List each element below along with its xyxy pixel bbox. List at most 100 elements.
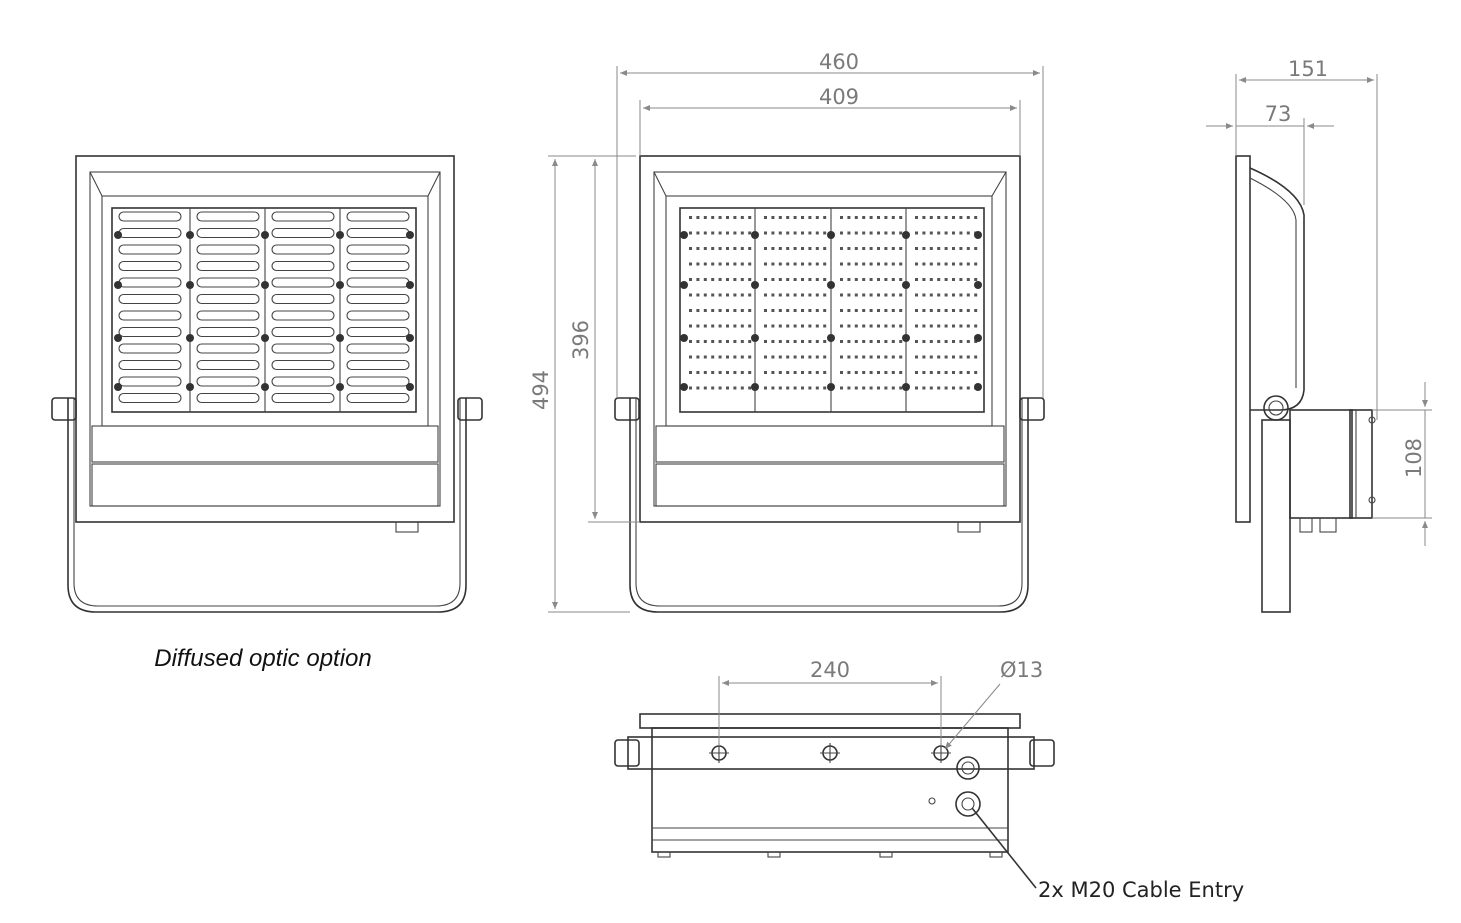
led-dot <box>801 231 804 235</box>
led-dot <box>862 231 866 235</box>
led-dot <box>915 324 918 328</box>
screw <box>827 383 835 391</box>
led-dot <box>869 293 873 297</box>
diffuser-slot <box>271 211 335 222</box>
led-dot <box>929 216 933 219</box>
led-dot <box>840 340 843 343</box>
screw <box>186 383 194 391</box>
led-dot <box>808 324 812 328</box>
diffuser-slot <box>346 376 410 387</box>
led-dot <box>764 371 767 374</box>
diffuser-slot <box>271 277 335 288</box>
led-dot <box>689 293 692 297</box>
led-dot <box>703 324 707 328</box>
led-dot <box>718 355 722 359</box>
led-dot <box>740 340 744 343</box>
led-dot <box>815 355 819 359</box>
led-dot <box>966 247 970 250</box>
diffused-front-view <box>51 155 483 613</box>
led-dot <box>869 371 873 374</box>
diffuser-slot <box>196 260 260 272</box>
led-dot <box>696 340 700 343</box>
dim-overall-height: 494 <box>529 370 553 410</box>
led-dot <box>884 371 888 374</box>
led-dot <box>952 340 955 343</box>
led-dot <box>793 371 797 374</box>
led-dot <box>815 309 819 312</box>
led-dot <box>862 355 866 359</box>
led-dot <box>764 309 767 312</box>
led-dot <box>840 386 843 390</box>
led-dot <box>696 371 700 374</box>
led-dot <box>771 216 775 219</box>
screw <box>261 334 269 342</box>
led-dot <box>929 386 933 390</box>
led-dot <box>778 278 782 281</box>
led-dot <box>937 309 941 312</box>
led-dot <box>840 262 843 266</box>
led-dot <box>703 340 707 343</box>
led-dot <box>740 386 744 390</box>
led-dot <box>959 371 963 374</box>
led-dot <box>847 371 851 374</box>
led-dot <box>952 262 955 266</box>
led-dot <box>726 340 729 343</box>
diffuser-slot <box>196 244 260 255</box>
led-dot <box>891 324 895 328</box>
led-dot <box>915 262 918 266</box>
screw <box>114 281 122 289</box>
led-dot <box>778 386 782 390</box>
screw <box>827 231 835 239</box>
led-dot <box>733 324 737 328</box>
screw <box>406 281 414 289</box>
led-dot <box>937 386 941 390</box>
led-dot <box>922 340 926 343</box>
led-dot <box>884 247 888 250</box>
led-dot <box>884 293 888 297</box>
led-dot <box>915 231 918 235</box>
led-dot <box>869 278 873 281</box>
led-dot <box>808 371 812 374</box>
diffuser-slot <box>271 359 335 371</box>
led-dot <box>778 371 782 374</box>
led-dot <box>703 262 707 266</box>
led-dot <box>793 293 797 297</box>
led-dot <box>869 309 873 312</box>
feet <box>657 851 1003 858</box>
led-dot <box>748 293 752 297</box>
led-dot <box>740 231 744 235</box>
diffuser-slot <box>346 293 410 305</box>
led-dot <box>929 371 933 374</box>
led-dot <box>778 340 782 343</box>
led-dot <box>786 386 790 390</box>
led-dot <box>740 371 744 374</box>
led-dot <box>786 278 790 281</box>
led-dot <box>703 355 707 359</box>
led-dot <box>944 340 948 343</box>
led-dot <box>952 355 955 359</box>
led-dot <box>974 340 978 343</box>
led-dot <box>915 355 918 359</box>
led-dot <box>726 371 729 374</box>
led-dot <box>884 278 888 281</box>
led-dot <box>801 386 804 390</box>
led-dot <box>915 371 918 374</box>
led-dot <box>937 262 941 266</box>
led-dot <box>815 247 819 250</box>
led-dot <box>974 355 978 359</box>
diffuser-slot <box>271 244 335 255</box>
led-dot <box>974 293 978 297</box>
led-dot <box>877 293 880 297</box>
led-dot <box>689 247 692 250</box>
led-dot <box>778 216 782 219</box>
led-dot <box>922 371 926 374</box>
led-dot <box>801 355 804 359</box>
led-dot <box>726 309 729 312</box>
led-dot <box>899 247 903 250</box>
diffuser-slot <box>118 343 182 354</box>
dim-front-height: 396 <box>569 320 593 360</box>
led-dot <box>703 293 707 297</box>
led-dot <box>703 231 707 235</box>
led-dot <box>726 293 729 297</box>
led-dot <box>922 324 926 328</box>
